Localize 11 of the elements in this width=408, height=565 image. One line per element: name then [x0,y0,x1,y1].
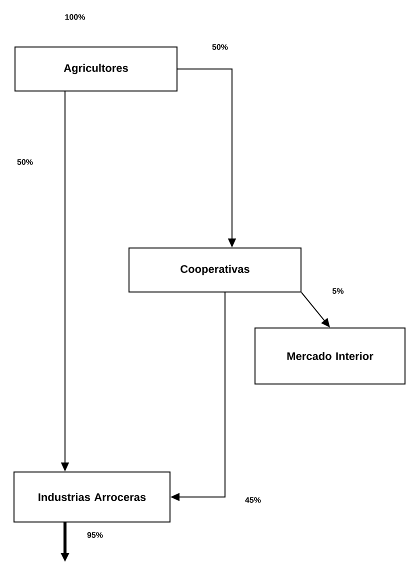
edge-label: 5% [331,287,345,295]
edge-label: 50% [211,43,229,51]
edge-label: 95% [86,531,104,539]
process-box: Industrias Arroceras [14,472,170,522]
process-box: Mercado Interior [254,328,406,384]
percent-label: 100% [65,14,86,20]
arrow [301,292,330,328]
process-box: Cooperativas [128,248,302,292]
process-box: Agricultores [14,46,178,92]
edge-label: 50% [16,158,34,166]
edge-label: 45% [244,496,262,504]
